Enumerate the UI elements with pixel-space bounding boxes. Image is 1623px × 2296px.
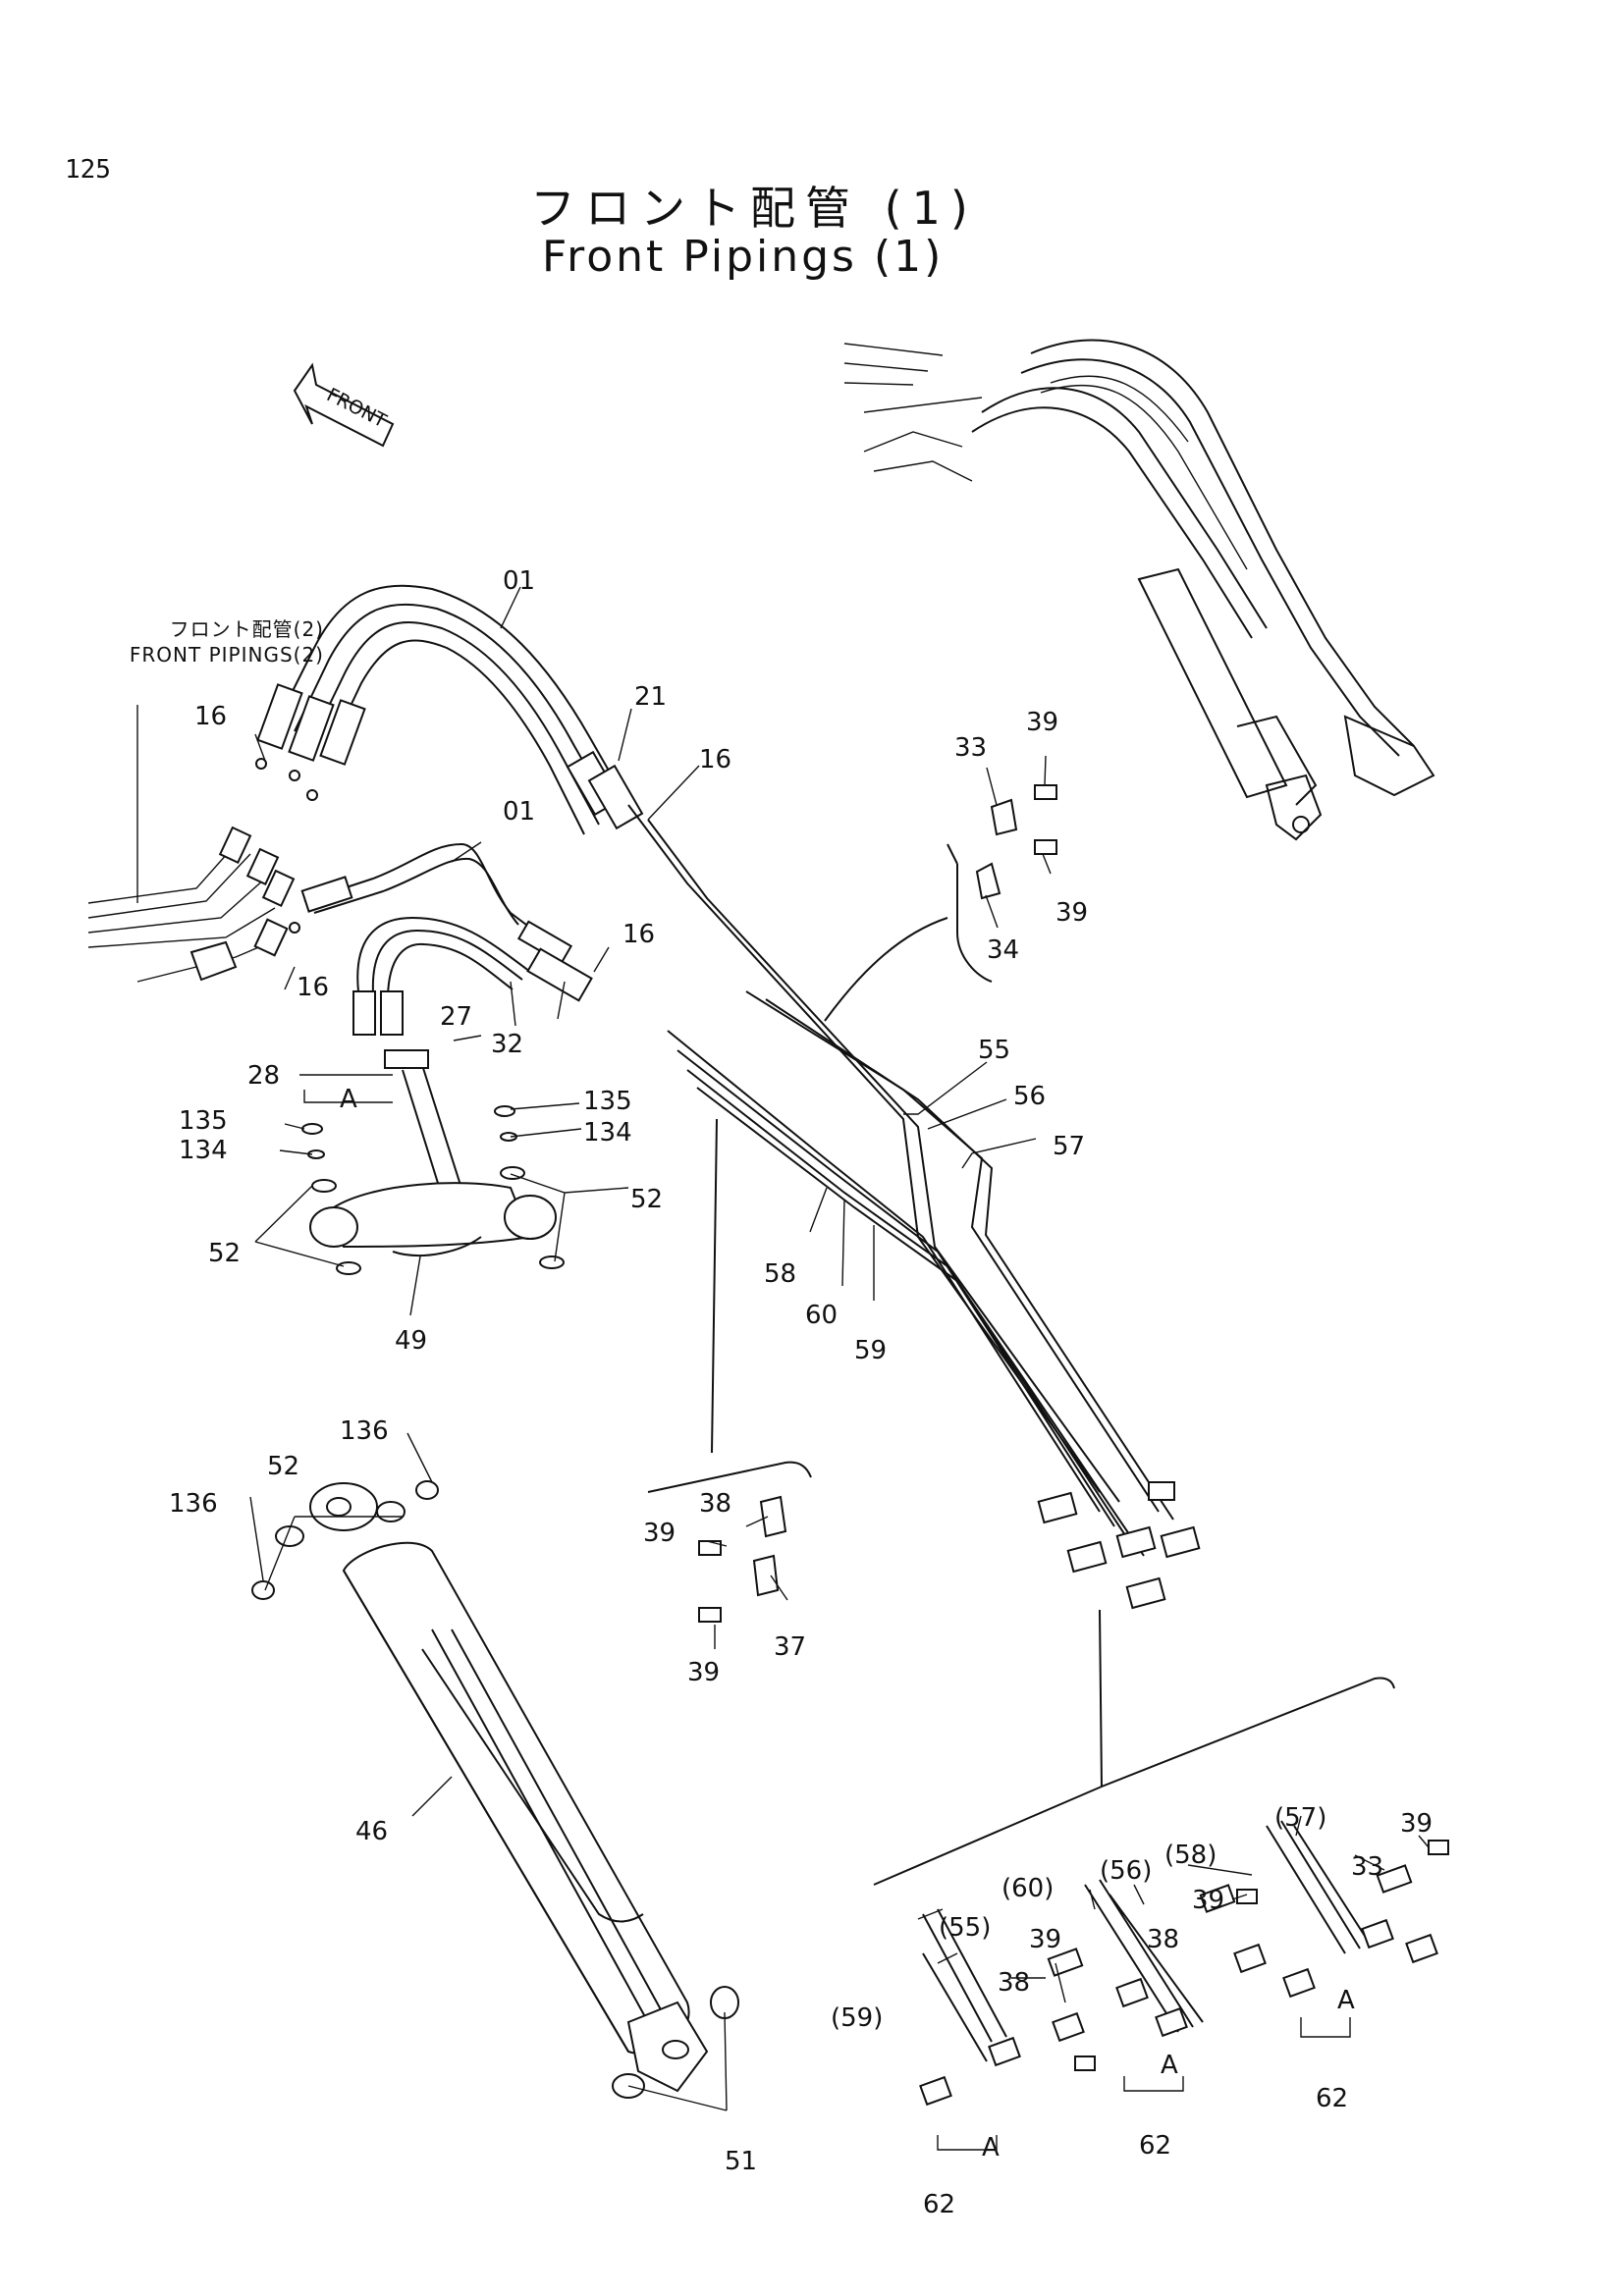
callout-21: 21 — [634, 682, 667, 712]
callout-135: 135 — [583, 1087, 632, 1116]
front-arrow-icon: FRONT — [293, 362, 395, 448]
callout-A: A — [1161, 2051, 1178, 2080]
callout-38: 38 — [699, 1489, 731, 1519]
callout-52: 52 — [267, 1452, 299, 1481]
reference-front-pipings-2[interactable]: フロント配管(2) FRONT PIPINGS(2) — [47, 616, 324, 667]
callout-52: 52 — [630, 1185, 663, 1214]
fittings-detail-pipes — [919, 1820, 1449, 2107]
clamp-detail-upper — [824, 784, 1057, 1022]
callout-A: A — [982, 2133, 1000, 2163]
callout-39: 39 — [1029, 1925, 1061, 1954]
callout-134: 134 — [179, 1136, 228, 1165]
callout-16: 16 — [699, 745, 731, 774]
callout-56: 56 — [1013, 1082, 1046, 1111]
callout-135: 135 — [179, 1106, 228, 1136]
callout-39: 39 — [1192, 1886, 1224, 1915]
callout-62: 62 — [923, 2190, 955, 2219]
page-title-english: Front Pipings (1) — [542, 232, 945, 282]
callout-39: 39 — [687, 1658, 720, 1687]
callout-33: 33 — [1351, 1852, 1383, 1882]
callout-16: 16 — [194, 702, 227, 731]
callout-38: 38 — [1147, 1925, 1179, 1954]
callout-01: 01 — [503, 566, 535, 596]
hose-bundle-01-upper — [274, 584, 629, 835]
callout-33: 33 — [954, 733, 987, 763]
page-number: 125 — [65, 155, 111, 185]
callout-134: 134 — [583, 1118, 632, 1148]
callout-32: 32 — [491, 1030, 523, 1059]
callout-55: 55 — [978, 1036, 1010, 1065]
boom-cylinder-small — [301, 1049, 565, 1275]
callout-136: 136 — [340, 1416, 389, 1446]
callout-39: 39 — [1055, 898, 1088, 928]
callout-57-detail: (57) — [1274, 1803, 1326, 1833]
callout-labels: 01 01 16 16 16 16 21 27 28 32 A 135 134 … — [169, 566, 1433, 2219]
callout-27: 27 — [440, 1002, 472, 1032]
callout-16: 16 — [297, 973, 329, 1002]
callout-46: 46 — [355, 1817, 388, 1846]
fittings-detail-bracket — [873, 1609, 1395, 1886]
reference-label-japanese: フロント配管(2) — [169, 617, 324, 641]
callout-37: 37 — [774, 1632, 806, 1662]
callout-136: 136 — [169, 1489, 218, 1519]
callout-59-detail: (59) — [831, 2003, 883, 2033]
callout-38: 38 — [998, 1968, 1030, 1998]
callout-51: 51 — [725, 2147, 757, 2176]
hose-bundle-lower — [300, 842, 593, 1036]
callout-62: 62 — [1139, 2131, 1171, 2161]
callout-28: 28 — [247, 1061, 280, 1091]
callout-16: 16 — [622, 920, 655, 949]
callout-01: 01 — [503, 797, 535, 827]
callout-52: 52 — [208, 1239, 241, 1268]
reference-label-english: FRONT PIPINGS(2) — [129, 643, 324, 667]
callout-56-detail: (56) — [1100, 1856, 1152, 1886]
callout-58: 58 — [764, 1259, 796, 1289]
callout-34: 34 — [987, 935, 1019, 965]
callout-62: 62 — [1316, 2084, 1348, 2113]
leader-lines — [136, 586, 1430, 2151]
steel-pipes-arm — [627, 804, 1174, 1557]
callout-60: 60 — [805, 1301, 838, 1330]
callout-39: 39 — [1400, 1809, 1433, 1839]
callout-A: A — [1337, 1986, 1355, 2015]
callout-59: 59 — [854, 1336, 887, 1365]
hose-fittings-upper — [256, 683, 644, 830]
arm-cylinder — [251, 1480, 739, 2099]
front-arrow-label: FRONT — [323, 384, 390, 432]
callout-60-detail: (60) — [1001, 1874, 1054, 1903]
callout-39: 39 — [1026, 708, 1058, 737]
callout-39: 39 — [643, 1519, 676, 1548]
callout-55-detail: (55) — [939, 1913, 991, 1943]
callout-A: A — [340, 1085, 357, 1114]
page-title-japanese: フロント配管 (1) — [530, 182, 978, 235]
callout-58-detail: (58) — [1164, 1841, 1217, 1870]
incoming-pipes-left — [87, 758, 318, 983]
clamp-detail-lower — [647, 1118, 812, 1623]
pipe-end-fittings — [1037, 1481, 1201, 1610]
callout-49: 49 — [395, 1326, 427, 1356]
boom-overview-drawing — [843, 339, 1435, 841]
callout-57: 57 — [1053, 1132, 1085, 1161]
